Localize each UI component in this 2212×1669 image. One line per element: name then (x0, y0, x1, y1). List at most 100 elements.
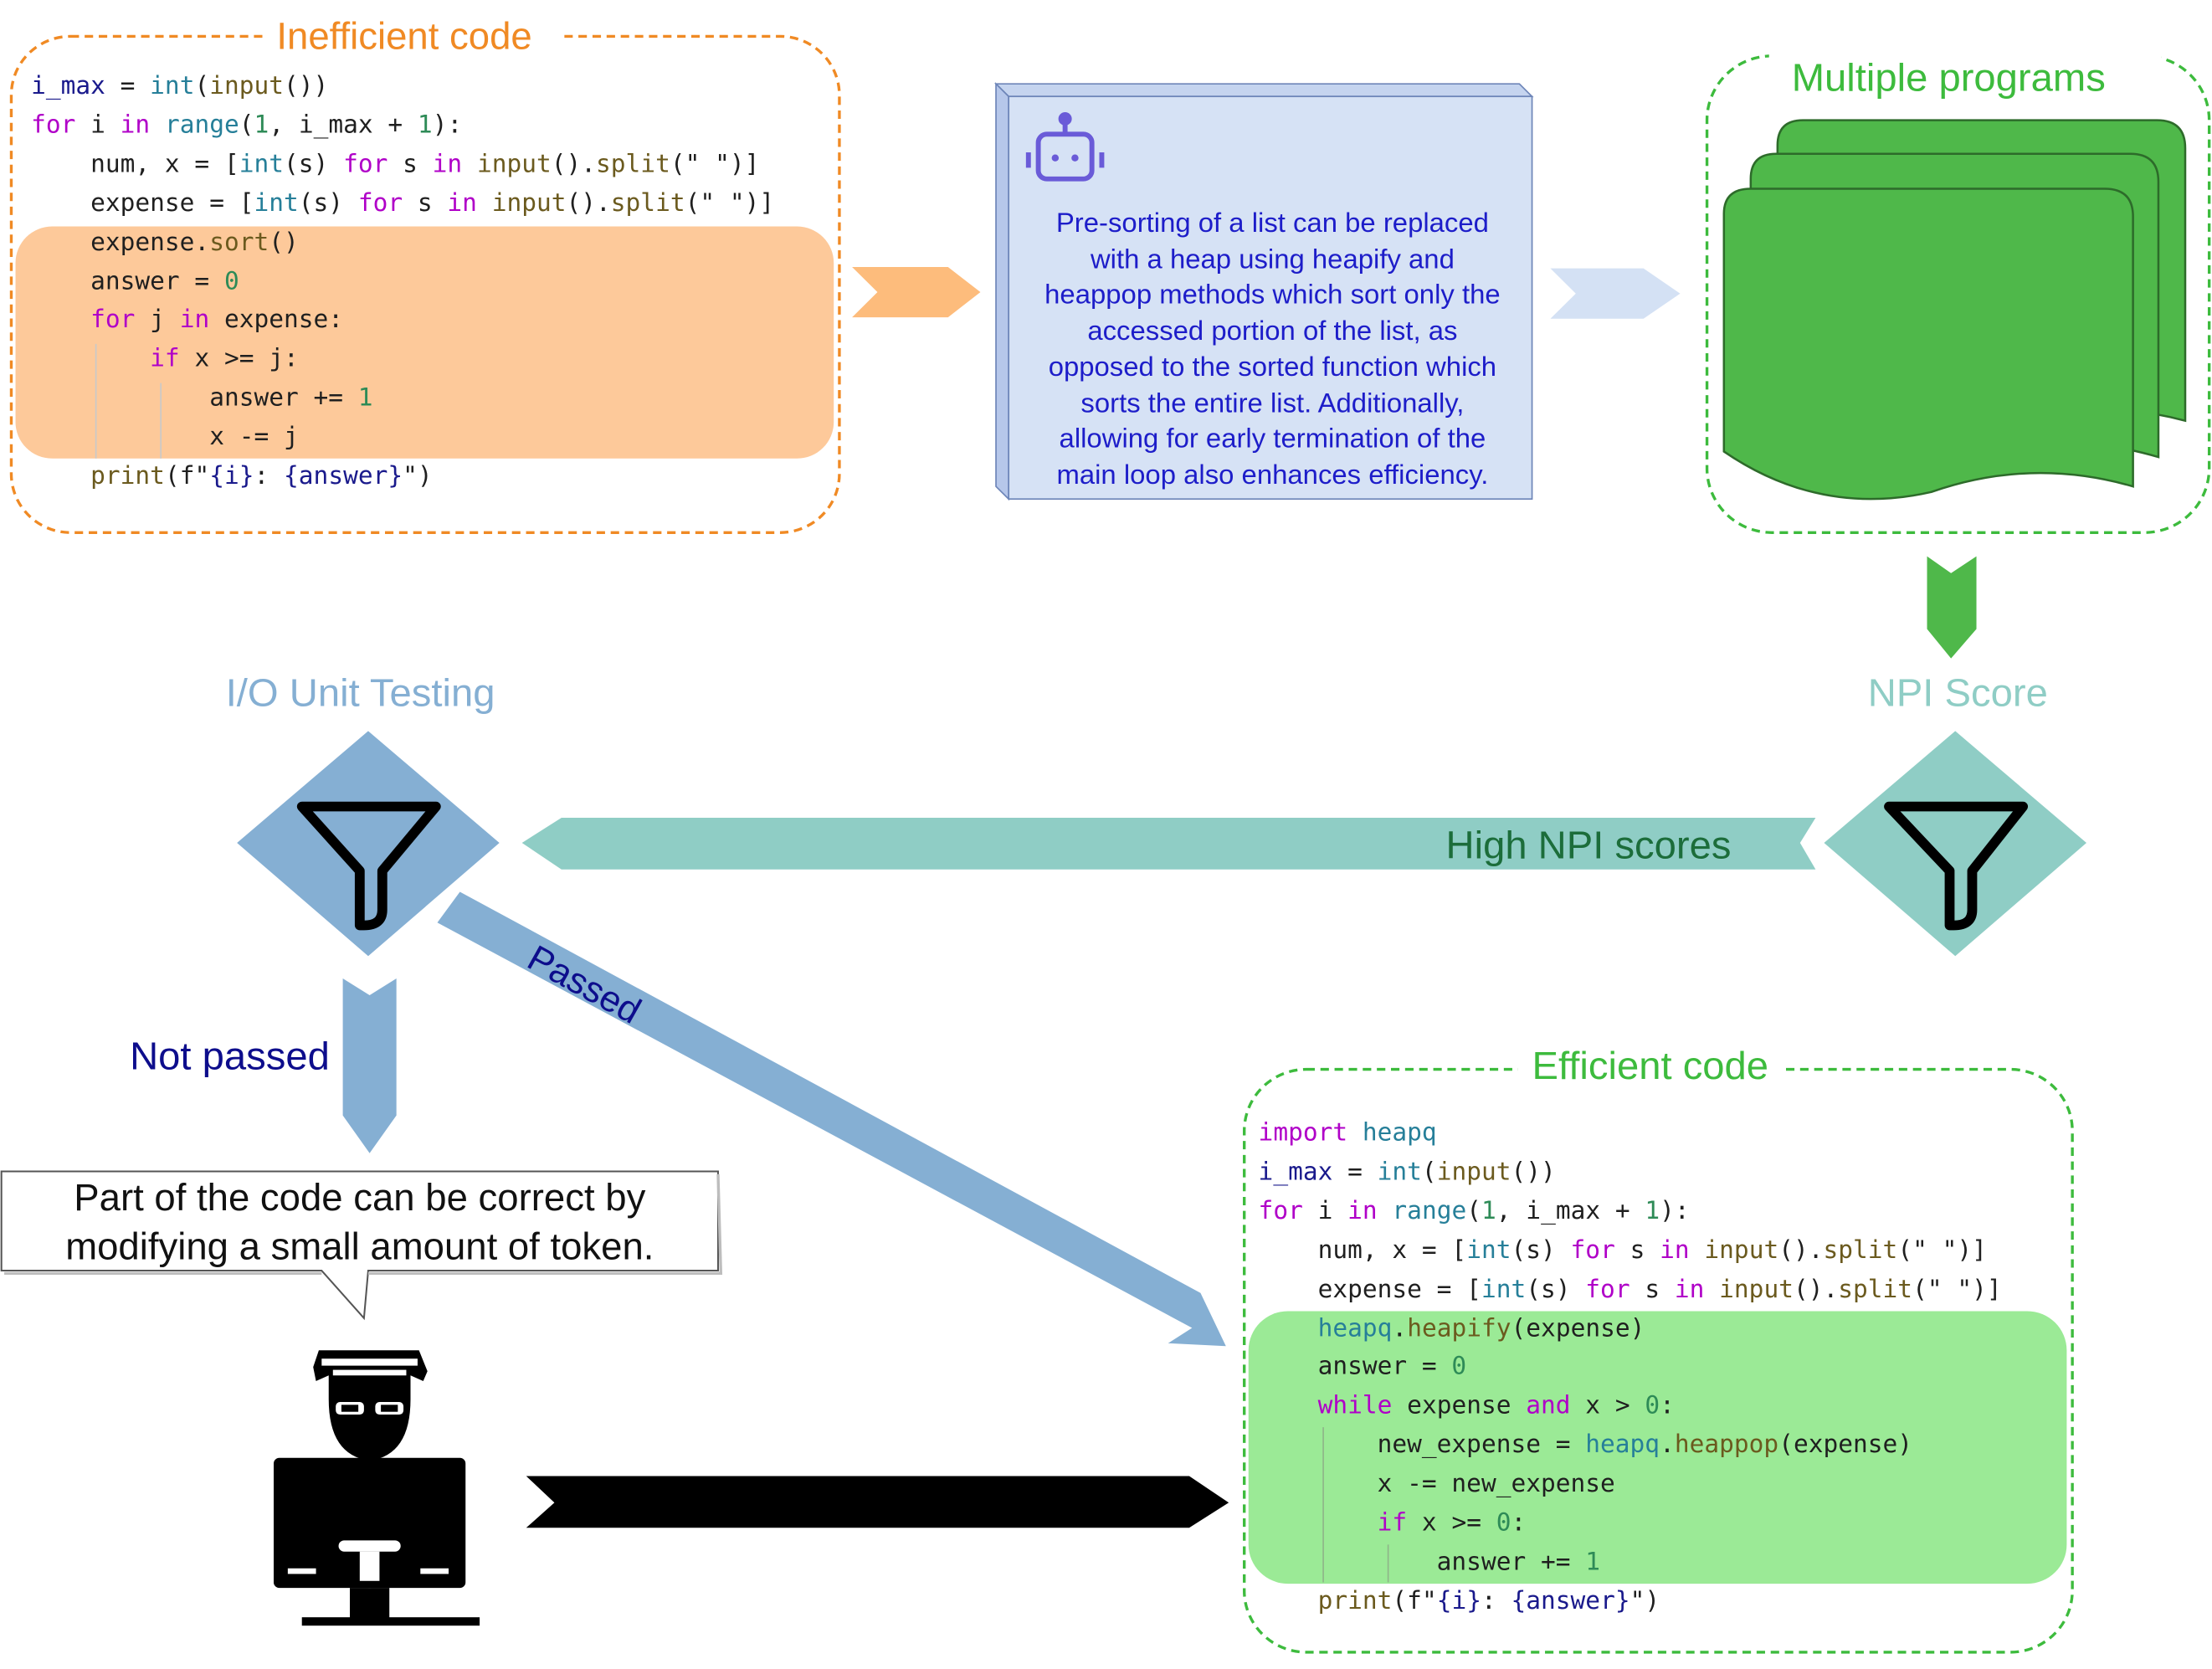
code-token: (" ")] (670, 151, 760, 179)
code-token: in (1347, 1197, 1378, 1226)
code-token: (s) (1511, 1236, 1571, 1265)
code-line: expense = [int(s) for s in input().split… (31, 184, 774, 223)
code-token: s (1614, 1236, 1660, 1265)
code-token: 0 (1645, 1392, 1660, 1421)
code-token (31, 463, 90, 490)
code-token (150, 111, 165, 139)
code-line: for i in range(1, i_max + 1): (1259, 1192, 1690, 1231)
code-token: ") (1629, 1587, 1660, 1616)
code-line: i_max = int(input()) (1259, 1153, 1556, 1193)
code-token: (). (1793, 1276, 1839, 1304)
code-token: expense = [ (31, 189, 254, 218)
code-token: ( (1421, 1158, 1437, 1187)
code-line: heapq.heapify(expense) (1259, 1309, 1645, 1348)
code-token: sort (209, 229, 269, 257)
code-token: i (75, 111, 121, 140)
code-line: i_max = int(input()) (31, 67, 328, 106)
code-token: for (1258, 1197, 1303, 1226)
efficient-highlight (1248, 1311, 2067, 1584)
code-line: if x >= 0: (1259, 1504, 1527, 1543)
code-token: expense: (209, 306, 344, 335)
code-token: 1 (254, 111, 269, 140)
code-token: 1 (1585, 1548, 1601, 1577)
code-token: import (1258, 1119, 1348, 1148)
code-token: answer = (31, 267, 224, 296)
code-token: x >= j: (179, 345, 299, 374)
robot-icon (1025, 112, 1105, 182)
code-token: (" ")] (685, 189, 775, 218)
code-line: answer += 1 (1259, 1543, 1600, 1582)
io-testing-diamond (237, 731, 500, 957)
efficient-code-title: Efficient code (1532, 1044, 1769, 1088)
code-token: . (1392, 1314, 1408, 1343)
code-token: ): (432, 111, 463, 140)
code-token: 1 (417, 111, 433, 140)
code-token: heapq (1362, 1119, 1437, 1148)
explanation-line: accessed portion of the list, as (1087, 316, 1458, 347)
code-token: () (269, 229, 299, 257)
explanation-line: sorts the entire list. Additionally, (1080, 388, 1465, 419)
code-token: int (1466, 1236, 1511, 1265)
multiple-programs-title-gap (1768, 42, 2162, 73)
blue-chevron-arrow (1550, 268, 1681, 319)
code-token: 1 (357, 384, 373, 413)
code-line: x -= new_expense (1259, 1465, 1615, 1504)
explanation-line: with a heap using heapify and (1090, 244, 1455, 275)
code-token: , i_max + (1496, 1197, 1645, 1226)
code-token (1259, 1510, 1378, 1538)
code-token: ): (1660, 1197, 1690, 1226)
code-token: (). (1778, 1236, 1824, 1265)
code-line: while expense and x > 0: (1259, 1387, 1675, 1426)
code-token: 0 (1496, 1509, 1511, 1538)
code-token: x >= (1407, 1509, 1496, 1538)
code-token: = (1332, 1158, 1378, 1187)
code-token: input (476, 151, 552, 179)
code-token: int (150, 72, 195, 101)
code-token: in (179, 306, 210, 335)
code-token: while (1317, 1392, 1393, 1421)
code-token: print (1317, 1587, 1393, 1616)
callout-line: Part of the code can be correct by (74, 1177, 646, 1220)
code-token (31, 306, 90, 334)
code-token: (f" (1392, 1587, 1437, 1616)
code-token: s (403, 189, 448, 218)
efficient-code-frame (1243, 1067, 2074, 1654)
code-token: 0 (223, 267, 239, 296)
code-token (462, 151, 477, 178)
code-token: ( (1466, 1197, 1482, 1226)
code-token: ( (194, 72, 210, 101)
robot-box-top (993, 83, 1534, 98)
code-line: num, x = [int(s) for s in input().split(… (1259, 1231, 1987, 1271)
code-token: : (1511, 1509, 1527, 1538)
code-token: input (1436, 1158, 1511, 1187)
code-token: (" ")] (1912, 1276, 2002, 1304)
robot-box-side (995, 82, 1010, 501)
explanation-line: opposed to the sorted function which (1048, 352, 1497, 383)
code-token: j (135, 306, 180, 335)
code-token: . (1660, 1431, 1675, 1460)
code-line: for i in range(1, i_max + 1): (31, 106, 462, 146)
code-token: (). (566, 189, 611, 218)
explanation-line: allowing for early termination of the (1059, 424, 1486, 455)
code-token: heappop (1674, 1431, 1779, 1460)
code-token: split (610, 189, 685, 218)
code-token: int (1377, 1158, 1422, 1187)
code-token: for (343, 151, 388, 179)
code-token: (). (551, 151, 597, 179)
code-token: answer += (31, 384, 358, 413)
code-token: answer += (1258, 1548, 1586, 1577)
code-token: (expense) (1511, 1314, 1645, 1343)
code-line: answer = 0 (1259, 1348, 1467, 1388)
green-down-arrow (1927, 556, 1977, 659)
code-token: = (105, 72, 151, 101)
code-token (1378, 1198, 1393, 1225)
code-line: new_expense = heapq.heappop(expense) (1259, 1426, 1912, 1466)
stacked-documents-icon (1722, 119, 2187, 501)
code-token: (" ")] (1897, 1236, 1987, 1265)
code-token: expense = [ (1258, 1276, 1481, 1304)
code-token: int (1481, 1276, 1527, 1304)
code-token: input (491, 189, 567, 218)
code-token: for (1570, 1236, 1615, 1265)
code-token (1259, 1393, 1318, 1420)
